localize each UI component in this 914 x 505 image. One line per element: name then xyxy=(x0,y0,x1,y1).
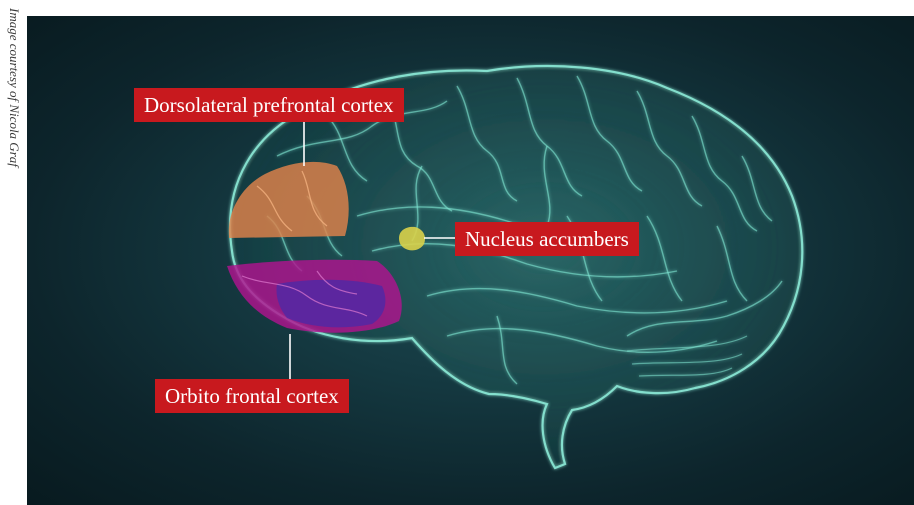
brain-illustration-panel: Dorsolateral prefrontal cortex Nucleus a… xyxy=(27,16,914,505)
orbitofrontal-cortex-label: Orbito frontal cortex xyxy=(155,379,349,413)
image-credit: Image courtesy of Nicola Graf xyxy=(2,8,22,268)
nucleus-accumbens-label: Nucleus accumbers xyxy=(455,222,639,256)
dlpfc-label: Dorsolateral prefrontal cortex xyxy=(134,88,404,122)
nacc-region xyxy=(399,227,425,250)
